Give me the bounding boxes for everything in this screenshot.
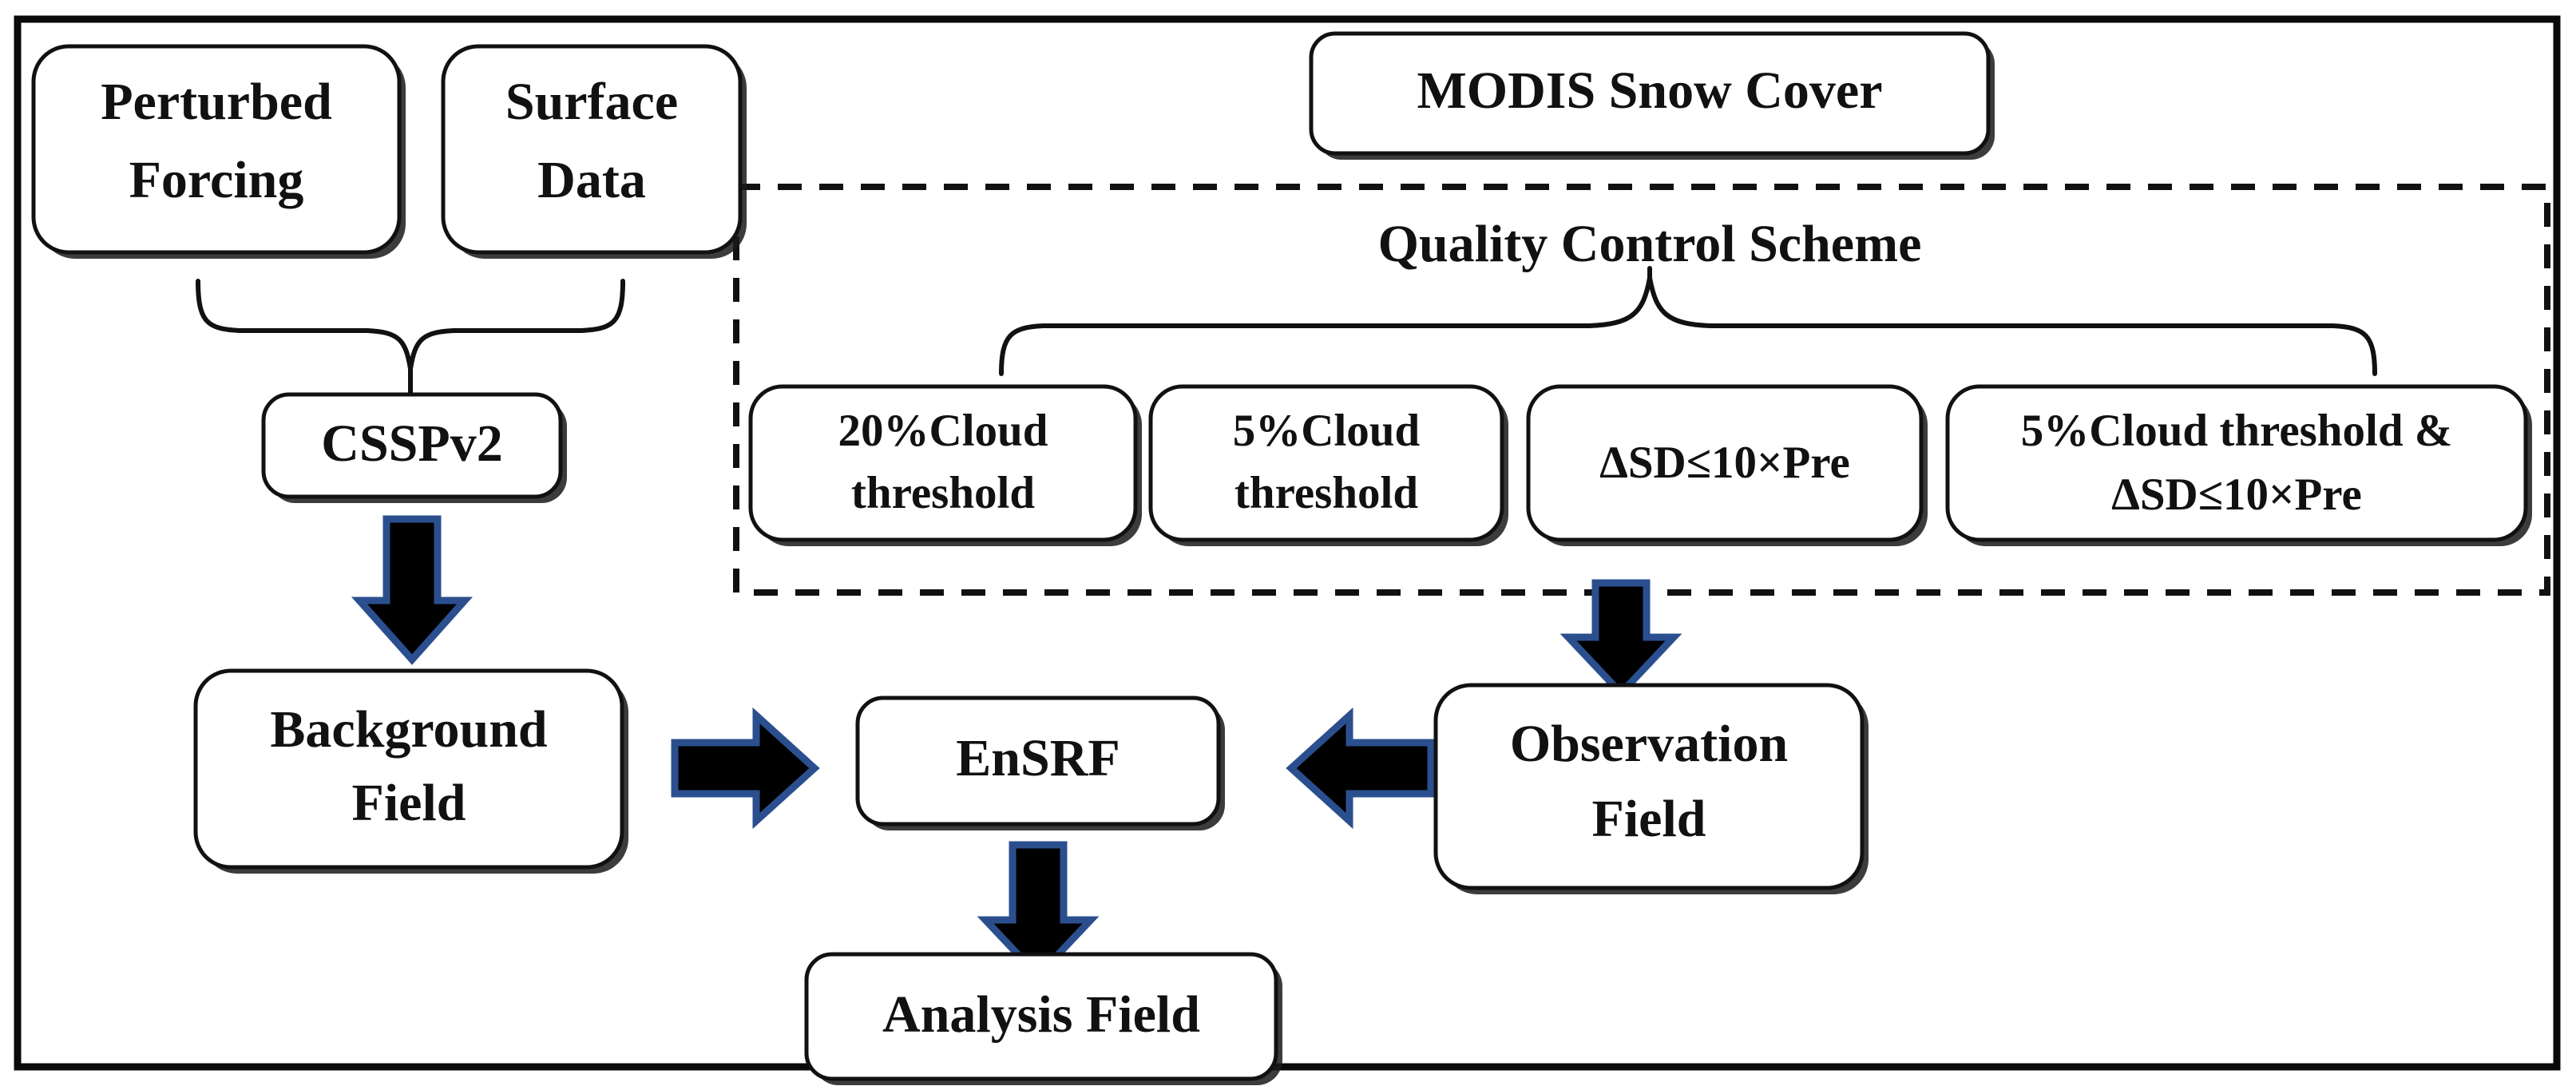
qc-5-cloud-line1: 5%Cloud <box>1233 406 1421 456</box>
ensrf-label: EnSRF <box>956 729 1120 787</box>
qc-box-5-cloud[interactable]: 5%Cloud threshold <box>1148 384 1508 546</box>
qc-20-cloud-box <box>748 384 1138 542</box>
analysis-field-label: Analysis Field <box>882 985 1200 1044</box>
qc-sd-pre-box <box>1526 384 1924 542</box>
node-csspv2[interactable]: CSSPv2 <box>261 392 567 503</box>
qc-box-20-cloud[interactable]: 20%Cloud threshold <box>748 384 1142 546</box>
qc-sd-pre-line1: ΔSD≤10×Pre <box>1599 438 1850 488</box>
background-field-box <box>193 668 624 870</box>
node-background-field[interactable]: Background Field <box>193 668 628 874</box>
perturbed-forcing-label-line2: Forcing <box>129 151 304 209</box>
arrow-ensrf-to-analysis-field <box>977 841 1100 981</box>
figure-border <box>14 15 2561 1071</box>
arrow-csspv2-to-background-field <box>351 515 474 665</box>
observation-field-box <box>1433 683 1865 890</box>
qc-box-sd-pre[interactable]: ΔSD≤10×Pre <box>1526 384 1928 546</box>
csspv2-label: CSSPv2 <box>321 414 502 473</box>
qc-5-cloud-box <box>1148 384 1504 542</box>
qc-combined-line2: ΔSD≤10×Pre <box>2111 470 2362 520</box>
qc-combined-box <box>1945 384 2528 542</box>
analysis-field-box <box>804 952 1278 1081</box>
node-ensrf[interactable]: EnSRF <box>855 696 1225 830</box>
arrow-observation-field-to-ensrf <box>1286 707 1435 830</box>
node-surface-data[interactable]: Surface Data <box>441 44 747 259</box>
modis-snow-cover-box <box>1309 31 1991 156</box>
brace-qc-criteria <box>999 277 2377 376</box>
qc-20-cloud-line2: threshold <box>851 468 1035 518</box>
modis-snow-cover-label: MODIS Snow Cover <box>1417 61 1882 120</box>
brace-inputs-to-csspv2 <box>196 279 625 370</box>
arrow-qc-to-observation-field <box>1559 579 1682 699</box>
qc-20-cloud-line1: 20%Cloud <box>838 406 1048 456</box>
arrow-background-field-to-ensrf <box>671 707 820 830</box>
observation-field-label-line2: Field <box>1592 790 1706 848</box>
background-field-label-line1: Background <box>270 700 547 759</box>
qc-5-cloud-line2: threshold <box>1234 468 1418 518</box>
ensrf-box <box>855 696 1221 826</box>
background-field-label-line2: Field <box>352 774 466 832</box>
node-observation-field[interactable]: Observation Field <box>1433 683 1869 894</box>
surface-data-box <box>441 44 743 255</box>
surface-data-label-line1: Surface <box>505 73 678 131</box>
surface-data-label-line2: Data <box>537 151 646 209</box>
quality-control-scheme-title: Quality Control Scheme <box>1378 215 1922 273</box>
perturbed-forcing-label-line1: Perturbed <box>101 73 332 131</box>
node-analysis-field[interactable]: Analysis Field <box>804 952 1282 1085</box>
node-perturbed-forcing[interactable]: Perturbed Forcing <box>31 44 406 259</box>
node-modis-snow-cover[interactable]: MODIS Snow Cover <box>1309 31 1995 160</box>
perturbed-forcing-box <box>31 44 402 255</box>
qc-combined-line1: 5%Cloud threshold & <box>2021 406 2453 456</box>
csspv2-box <box>261 392 563 499</box>
qc-box-combined[interactable]: 5%Cloud threshold & ΔSD≤10×Pre <box>1945 384 2532 546</box>
observation-field-label-line1: Observation <box>1510 715 1788 773</box>
